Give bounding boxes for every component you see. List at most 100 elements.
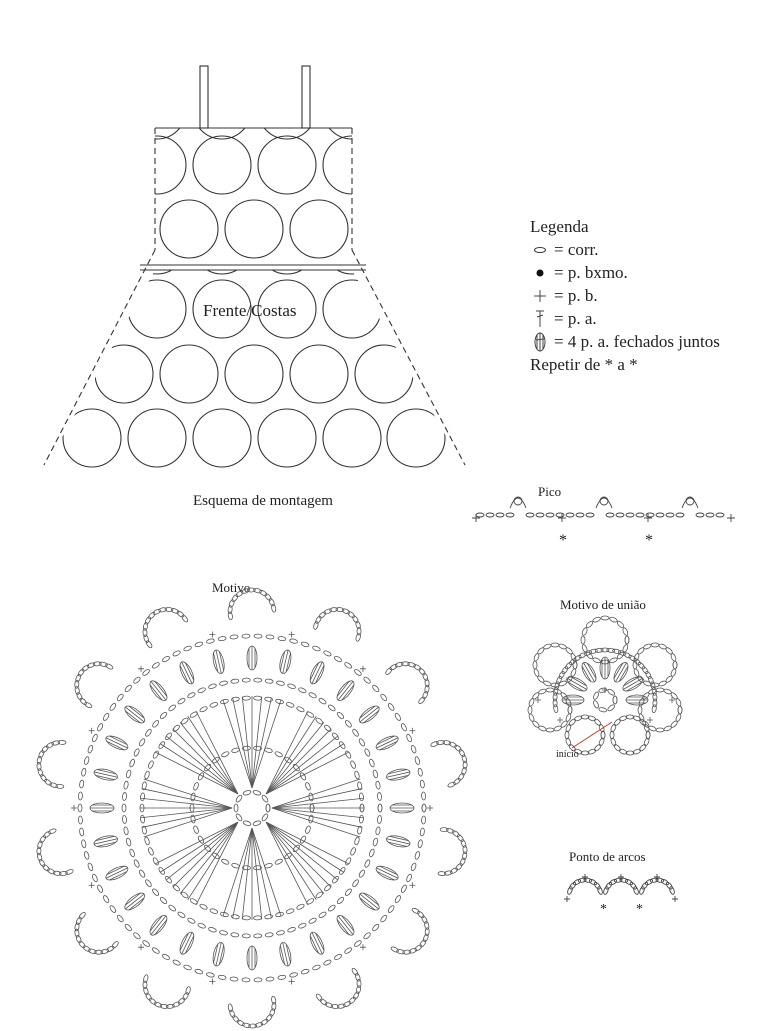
chain-stitch	[641, 666, 649, 674]
chain-stitch	[375, 780, 381, 790]
chain-stitch	[152, 857, 159, 866]
chain-stitch	[505, 512, 515, 518]
chain-stitch	[168, 904, 176, 912]
chain-stitch	[252, 790, 262, 796]
chain-stitch	[103, 895, 110, 904]
chain-stitch	[149, 997, 157, 1005]
chain-stitch	[639, 744, 647, 752]
chain-stitch	[212, 852, 220, 860]
chain-stitch	[625, 714, 635, 720]
chain-stitch	[318, 911, 327, 918]
cluster-stitch	[336, 680, 355, 702]
chain-stitch	[343, 1001, 352, 1008]
motif-circle	[257, 408, 317, 468]
chain-stitch	[462, 760, 468, 770]
chain-stitch	[448, 741, 457, 748]
chain-stitch	[568, 718, 576, 726]
chain-stitch	[612, 695, 618, 705]
chain-stitch	[358, 869, 365, 878]
chain-stitch	[357, 825, 363, 835]
chain-stitch	[357, 781, 363, 791]
chain-stitch-icon	[530, 246, 550, 254]
chain-stitch	[253, 977, 263, 983]
chain-stitch	[461, 766, 467, 776]
chain-stitch	[153, 1001, 163, 1008]
chain-stitch	[305, 825, 311, 834]
chain-stitch	[639, 886, 645, 895]
chain-stitch	[197, 835, 205, 844]
chain-stitch	[172, 884, 180, 892]
chain-stitch	[635, 512, 645, 518]
cluster-stitch	[246, 945, 258, 971]
chain-stitch	[324, 884, 332, 892]
chain-stitch	[419, 779, 425, 789]
chain-stitch	[598, 687, 608, 693]
motif-circle	[257, 135, 317, 195]
cluster-stitch	[212, 649, 225, 674]
single-crochet	[359, 944, 366, 951]
chain-stitch	[221, 858, 230, 865]
chain-stitch	[139, 738, 146, 747]
chain-stitch	[589, 648, 598, 654]
chain-stitch	[74, 922, 80, 932]
chain-stitch	[106, 945, 115, 952]
chain-stitch	[443, 870, 453, 876]
chain-stitch	[628, 655, 637, 662]
chain-stitch	[459, 857, 466, 866]
chain-stitch	[643, 723, 650, 733]
chain-stitch	[387, 905, 395, 913]
single-crochet	[564, 896, 570, 902]
chain-stitch	[333, 655, 343, 663]
cluster-stitch	[386, 835, 411, 848]
chain-stitch	[86, 662, 96, 668]
cluster-stitch	[309, 931, 325, 955]
chain-stitch	[148, 847, 154, 856]
chain-stitch	[332, 875, 339, 884]
chain-stitch	[565, 662, 573, 670]
chain-stitch	[605, 881, 613, 890]
chain-stitch	[299, 835, 307, 844]
chain-stitch	[442, 740, 452, 746]
chain-stitch	[345, 750, 352, 759]
chain-stitch	[159, 711, 168, 720]
chain-stitch	[97, 723, 104, 732]
chain-stitch	[254, 1022, 264, 1028]
chain-stitch	[618, 715, 628, 722]
chain-stitch	[622, 644, 629, 653]
skirt-right-edge	[351, 249, 466, 466]
chain-stitch	[419, 939, 427, 948]
chain-stitch	[410, 862, 417, 872]
chain-stitch	[177, 911, 186, 918]
chain-stitch	[363, 932, 371, 940]
chain-stitch	[581, 644, 588, 653]
chain-stitch	[264, 696, 274, 702]
chain-stitch	[38, 750, 45, 759]
chain-stitch	[353, 991, 360, 1000]
chain-stitch	[233, 803, 239, 813]
chain-stitch	[573, 748, 583, 755]
chain-stitch	[600, 647, 610, 653]
chain-stitch	[143, 986, 149, 996]
motivo-uniao-title: Motivo de união	[560, 597, 646, 612]
chain-stitch	[600, 659, 610, 665]
chain-stitch	[369, 848, 375, 858]
chain-stitch	[606, 647, 616, 653]
chain-stitch	[430, 741, 439, 747]
chain-stitch	[180, 891, 189, 899]
legend-title: Legenda	[530, 217, 589, 236]
chain-stitch	[152, 750, 159, 759]
chain-stitch	[242, 1022, 251, 1028]
dc-fan	[222, 827, 282, 920]
motif-circle	[322, 408, 382, 468]
chain-stitch	[315, 717, 324, 725]
chain-stitch	[572, 879, 582, 886]
chain-stitch	[208, 927, 217, 933]
chain-stitch	[276, 930, 285, 936]
chain-stitch	[116, 693, 124, 702]
chain-stitch	[194, 641, 204, 648]
chain-stitch	[625, 750, 635, 756]
chain-stitch	[170, 608, 180, 614]
chain-stitch	[271, 1002, 277, 1011]
pico-bead	[685, 496, 695, 506]
chain-stitch	[144, 836, 150, 846]
